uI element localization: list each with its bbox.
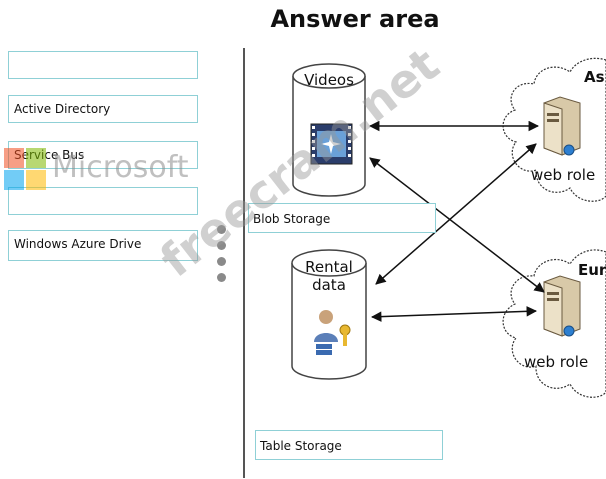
server-icon: [543, 275, 581, 337]
server-icon: [543, 96, 581, 156]
drag-handle-dot[interactable]: [217, 225, 226, 234]
connection-arrow: [370, 306, 538, 322]
drag-handle-dot[interactable]: [217, 241, 226, 250]
connection-arrow: [375, 143, 537, 285]
panel-divider: [243, 48, 245, 478]
source-item-empty-2[interactable]: [8, 187, 198, 215]
source-item-active-directory[interactable]: Active Directory: [8, 95, 198, 123]
region-label-europe: Eur: [578, 261, 606, 279]
rental-data-label-line1: Rental: [305, 258, 353, 276]
source-item-windows-azure-drive[interactable]: Windows Azure Drive: [8, 230, 198, 261]
microsoft-watermark-text: Microsoft: [52, 150, 189, 185]
source-item-empty-1[interactable]: [8, 51, 198, 79]
rental-data-label: Rental data: [292, 258, 366, 294]
region-label-asia: As: [584, 68, 605, 86]
web-role-label: web role: [524, 353, 589, 371]
table-storage-target[interactable]: Table Storage: [255, 430, 443, 460]
blob-storage-target[interactable]: Blob Storage: [248, 203, 436, 233]
videos-label: Videos: [304, 71, 354, 89]
drag-handle-dot[interactable]: [217, 273, 226, 282]
user-key-icon: [314, 310, 351, 355]
web-role-label: web role: [531, 166, 596, 184]
drag-handle-dot[interactable]: [217, 257, 226, 266]
answer-area-title: Answer area: [270, 5, 440, 33]
rental-data-label-line2: data: [312, 276, 346, 294]
microsoft-logo-icon: [4, 148, 46, 190]
video-film-icon: [310, 123, 353, 165]
